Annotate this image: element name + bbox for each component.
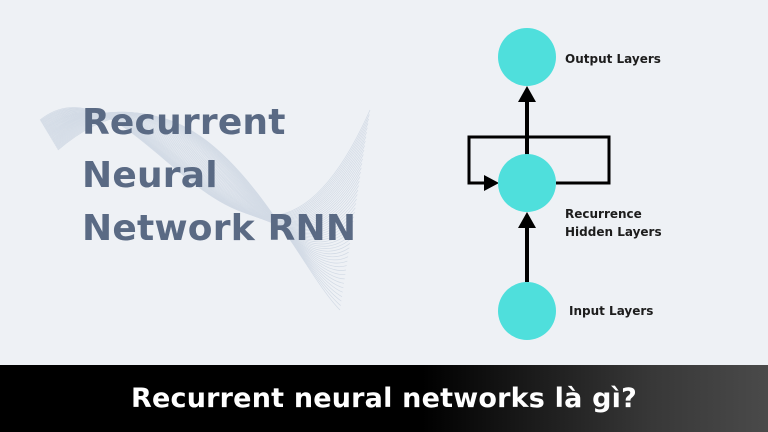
wave-line [56, 113, 342, 302]
output-node-label: Output Layers [565, 52, 661, 66]
wave-line [56, 113, 343, 293]
title-line-3: Network RNN [82, 208, 357, 249]
input-node-label: Input Layers [569, 304, 654, 318]
arrowhead-hidden-to-output [518, 86, 536, 102]
footer-banner: Recurrent neural networks là gì? [0, 365, 768, 432]
wave-line [57, 114, 341, 306]
wave-line [40, 107, 370, 218]
recurrence-loop [467, 135, 611, 185]
hidden-node-label: Recurrence Hidden Layers [565, 205, 662, 241]
title: Recurrent Neural Network RNN [82, 96, 402, 255]
wave-line [40, 108, 369, 219]
title-line-2: Neural [82, 155, 218, 196]
wave-line [41, 110, 367, 220]
wave-decoration [39, 107, 371, 311]
wave-line [39, 107, 371, 217]
wave-line [41, 109, 368, 219]
wave-line [53, 111, 347, 268]
input-node [498, 282, 556, 340]
arrowhead-recurrence [484, 175, 499, 191]
wave-line [54, 112, 345, 280]
canvas: Recurrent Neural Network RNN Output Laye… [39, 28, 662, 340]
arrowhead-input-to-hidden [518, 212, 536, 228]
wave-line [55, 113, 344, 289]
wave-line [40, 108, 369, 218]
hidden-node-label-line-1: Recurrence [565, 207, 642, 221]
wave-line [54, 112, 346, 275]
title-line-1: Recurrent [82, 102, 286, 143]
wave-line [54, 112, 347, 271]
hidden-node-label-line-2: Hidden Layers [565, 225, 662, 239]
wave-line [55, 112, 345, 284]
footer-title: Recurrent neural networks là gì? [131, 383, 637, 414]
rnn-diagram [467, 28, 611, 340]
wave-line [56, 113, 343, 297]
wave-line [57, 114, 341, 311]
output-node [498, 28, 556, 86]
hidden-node [498, 154, 556, 212]
